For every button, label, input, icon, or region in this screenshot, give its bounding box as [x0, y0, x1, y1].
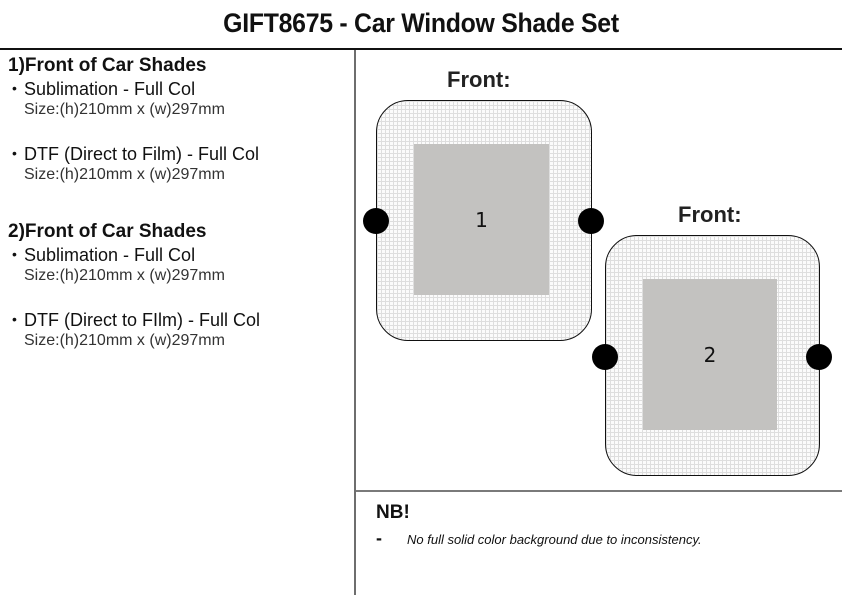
spec-item-size: Size:(h)210mm x (w)297mm — [24, 101, 225, 118]
spec-heading: 1)Front of Car Shades — [8, 55, 207, 76]
column-divider — [354, 50, 356, 595]
suction-cup-icon — [592, 344, 618, 370]
spec-item-size: Size:(h)210mm x (w)297mm — [24, 332, 225, 349]
spec-item-label: Sublimation - Full Col — [24, 245, 196, 265]
spec-item-label: DTF (Direct to FIlm) - Full Col — [24, 310, 260, 330]
spec-item-size: Size:(h)210mm x (w)297mm — [24, 166, 225, 183]
spec-item: • DTF (Direct to Film) - Full Col Size:(h… — [12, 142, 348, 185]
spec-heading: 2)Front of Car Shades — [8, 221, 207, 242]
dash-icon: - — [376, 528, 382, 548]
suction-cup-icon — [363, 208, 389, 234]
spec-item-size: Size:(h)210mm x (w)297mm — [24, 267, 225, 284]
print-area-1: 1 — [414, 144, 549, 295]
bullet-icon: • — [12, 246, 17, 262]
bullet-icon: • — [12, 311, 17, 327]
title-divider — [0, 48, 842, 50]
spec-item: • Sublimation - Full Col Size:(h)210mm x … — [12, 77, 348, 120]
note-text: No full solid color background due to in… — [407, 532, 702, 547]
spec-item-label: DTF (Direct to Film) - Full Col — [24, 144, 259, 164]
shade-2-label: Front: — [678, 202, 742, 227]
print-area-number: 2 — [703, 342, 717, 367]
shade-1-label: Front: — [447, 67, 511, 92]
spec-item: • DTF (Direct to FIlm) - Full Col Size:(h… — [12, 308, 348, 351]
spec-section-2: 2)Front of Car Shades • Sublimation - Ful… — [8, 221, 348, 351]
suction-cup-icon — [806, 344, 832, 370]
spec-section-1: 1)Front of Car Shades • Sublimation - Ful… — [8, 55, 348, 185]
notes-title: NB! — [376, 502, 410, 523]
spec-item-label: Sublimation - Full Col — [24, 79, 196, 99]
print-area-number: 1 — [475, 207, 488, 232]
document-title: GIFT8675 - Car Window Shade Set — [223, 8, 619, 38]
suction-cup-icon — [578, 208, 604, 234]
bullet-icon: • — [12, 80, 17, 96]
bullet-icon: • — [12, 145, 17, 161]
notes-divider — [356, 490, 842, 492]
spec-item: • Sublimation - Full Col Size:(h)210mm x … — [12, 243, 348, 286]
print-area-2: 2 — [643, 279, 777, 430]
